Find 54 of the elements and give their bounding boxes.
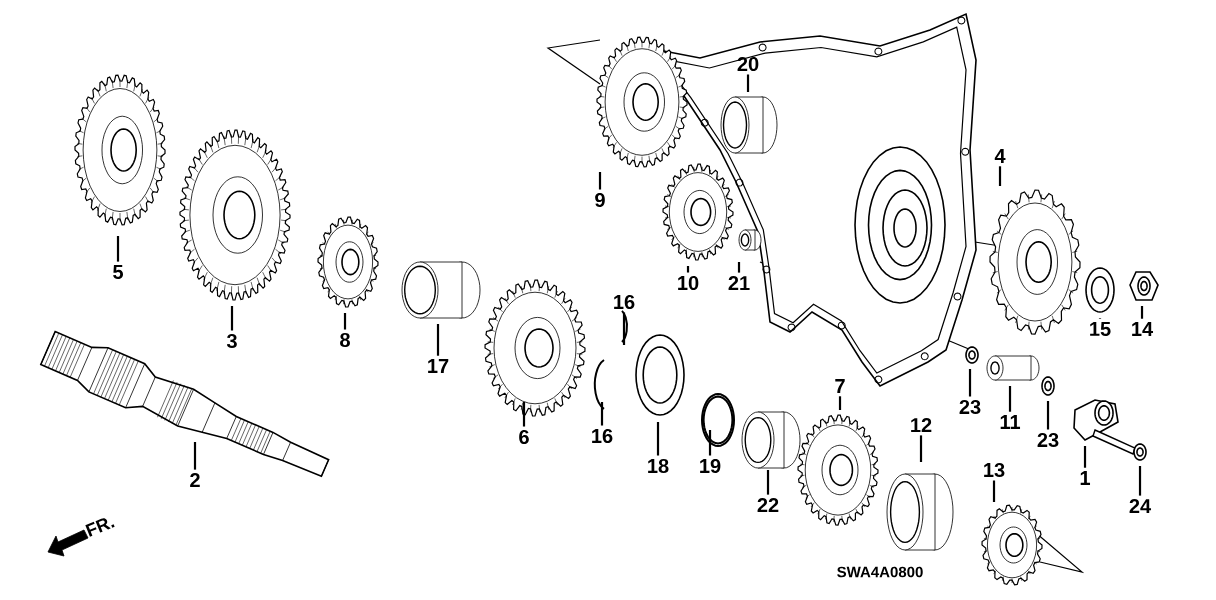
callout-number: 24 <box>1129 499 1151 513</box>
leader-line <box>1098 318 1102 319</box>
leader-line <box>1046 401 1050 430</box>
leader-line <box>686 266 690 273</box>
callout-number: 1 <box>1080 471 1090 485</box>
leader-line <box>522 402 526 427</box>
callout-number: 16 <box>614 294 635 310</box>
direction-label: FR. <box>85 518 115 537</box>
callout-number: 14 <box>1132 322 1153 336</box>
callout-number: 13 <box>984 462 1005 478</box>
callout-number: 11 <box>1000 415 1021 429</box>
leader-line <box>998 166 1002 186</box>
leader-line <box>992 480 996 502</box>
callout-number: 9 <box>595 192 605 208</box>
leader-line <box>343 313 347 330</box>
leader-line <box>1008 386 1012 412</box>
diagram-code: SWA4A0800 <box>837 566 923 578</box>
leader-line <box>598 172 602 190</box>
leader-line <box>746 74 750 92</box>
callout-number: 23 <box>1037 432 1059 448</box>
callout-number: 20 <box>737 56 759 72</box>
leader-line <box>116 236 120 262</box>
callout-number: 16 <box>592 428 613 444</box>
leader-line <box>708 430 712 456</box>
leader-line <box>600 402 604 426</box>
callout-number: 21 <box>728 276 750 290</box>
leader-line <box>622 312 626 345</box>
leader-line <box>838 396 842 410</box>
leader-line <box>1083 446 1087 468</box>
callout-number: 22 <box>757 498 779 512</box>
callout-number: 3 <box>226 333 237 349</box>
leader-line <box>1140 306 1144 319</box>
callout-number: 19 <box>700 458 721 474</box>
leader-line <box>968 369 972 397</box>
leader-line <box>656 422 660 456</box>
leader-line <box>737 262 741 273</box>
callout-number: 7 <box>835 379 845 393</box>
callout-number: 4 <box>994 149 1006 163</box>
leader-line <box>230 306 234 331</box>
callout-number: 17 <box>428 359 449 373</box>
callout-number: 2 <box>190 473 200 487</box>
callout-number: 23 <box>959 399 981 415</box>
leader-line <box>766 470 770 495</box>
callout-number: 5 <box>113 265 123 279</box>
callout-number: 18 <box>648 458 669 474</box>
leader-line <box>1138 466 1142 496</box>
callout-number: 8 <box>340 332 350 348</box>
callout-number: 10 <box>678 275 699 291</box>
leader-line <box>919 435 923 462</box>
callout-number: 12 <box>911 418 932 432</box>
leader-line <box>436 324 440 356</box>
callout-number: 15 <box>1090 322 1111 336</box>
leader-line <box>193 442 197 470</box>
callout-number: 6 <box>519 429 529 445</box>
